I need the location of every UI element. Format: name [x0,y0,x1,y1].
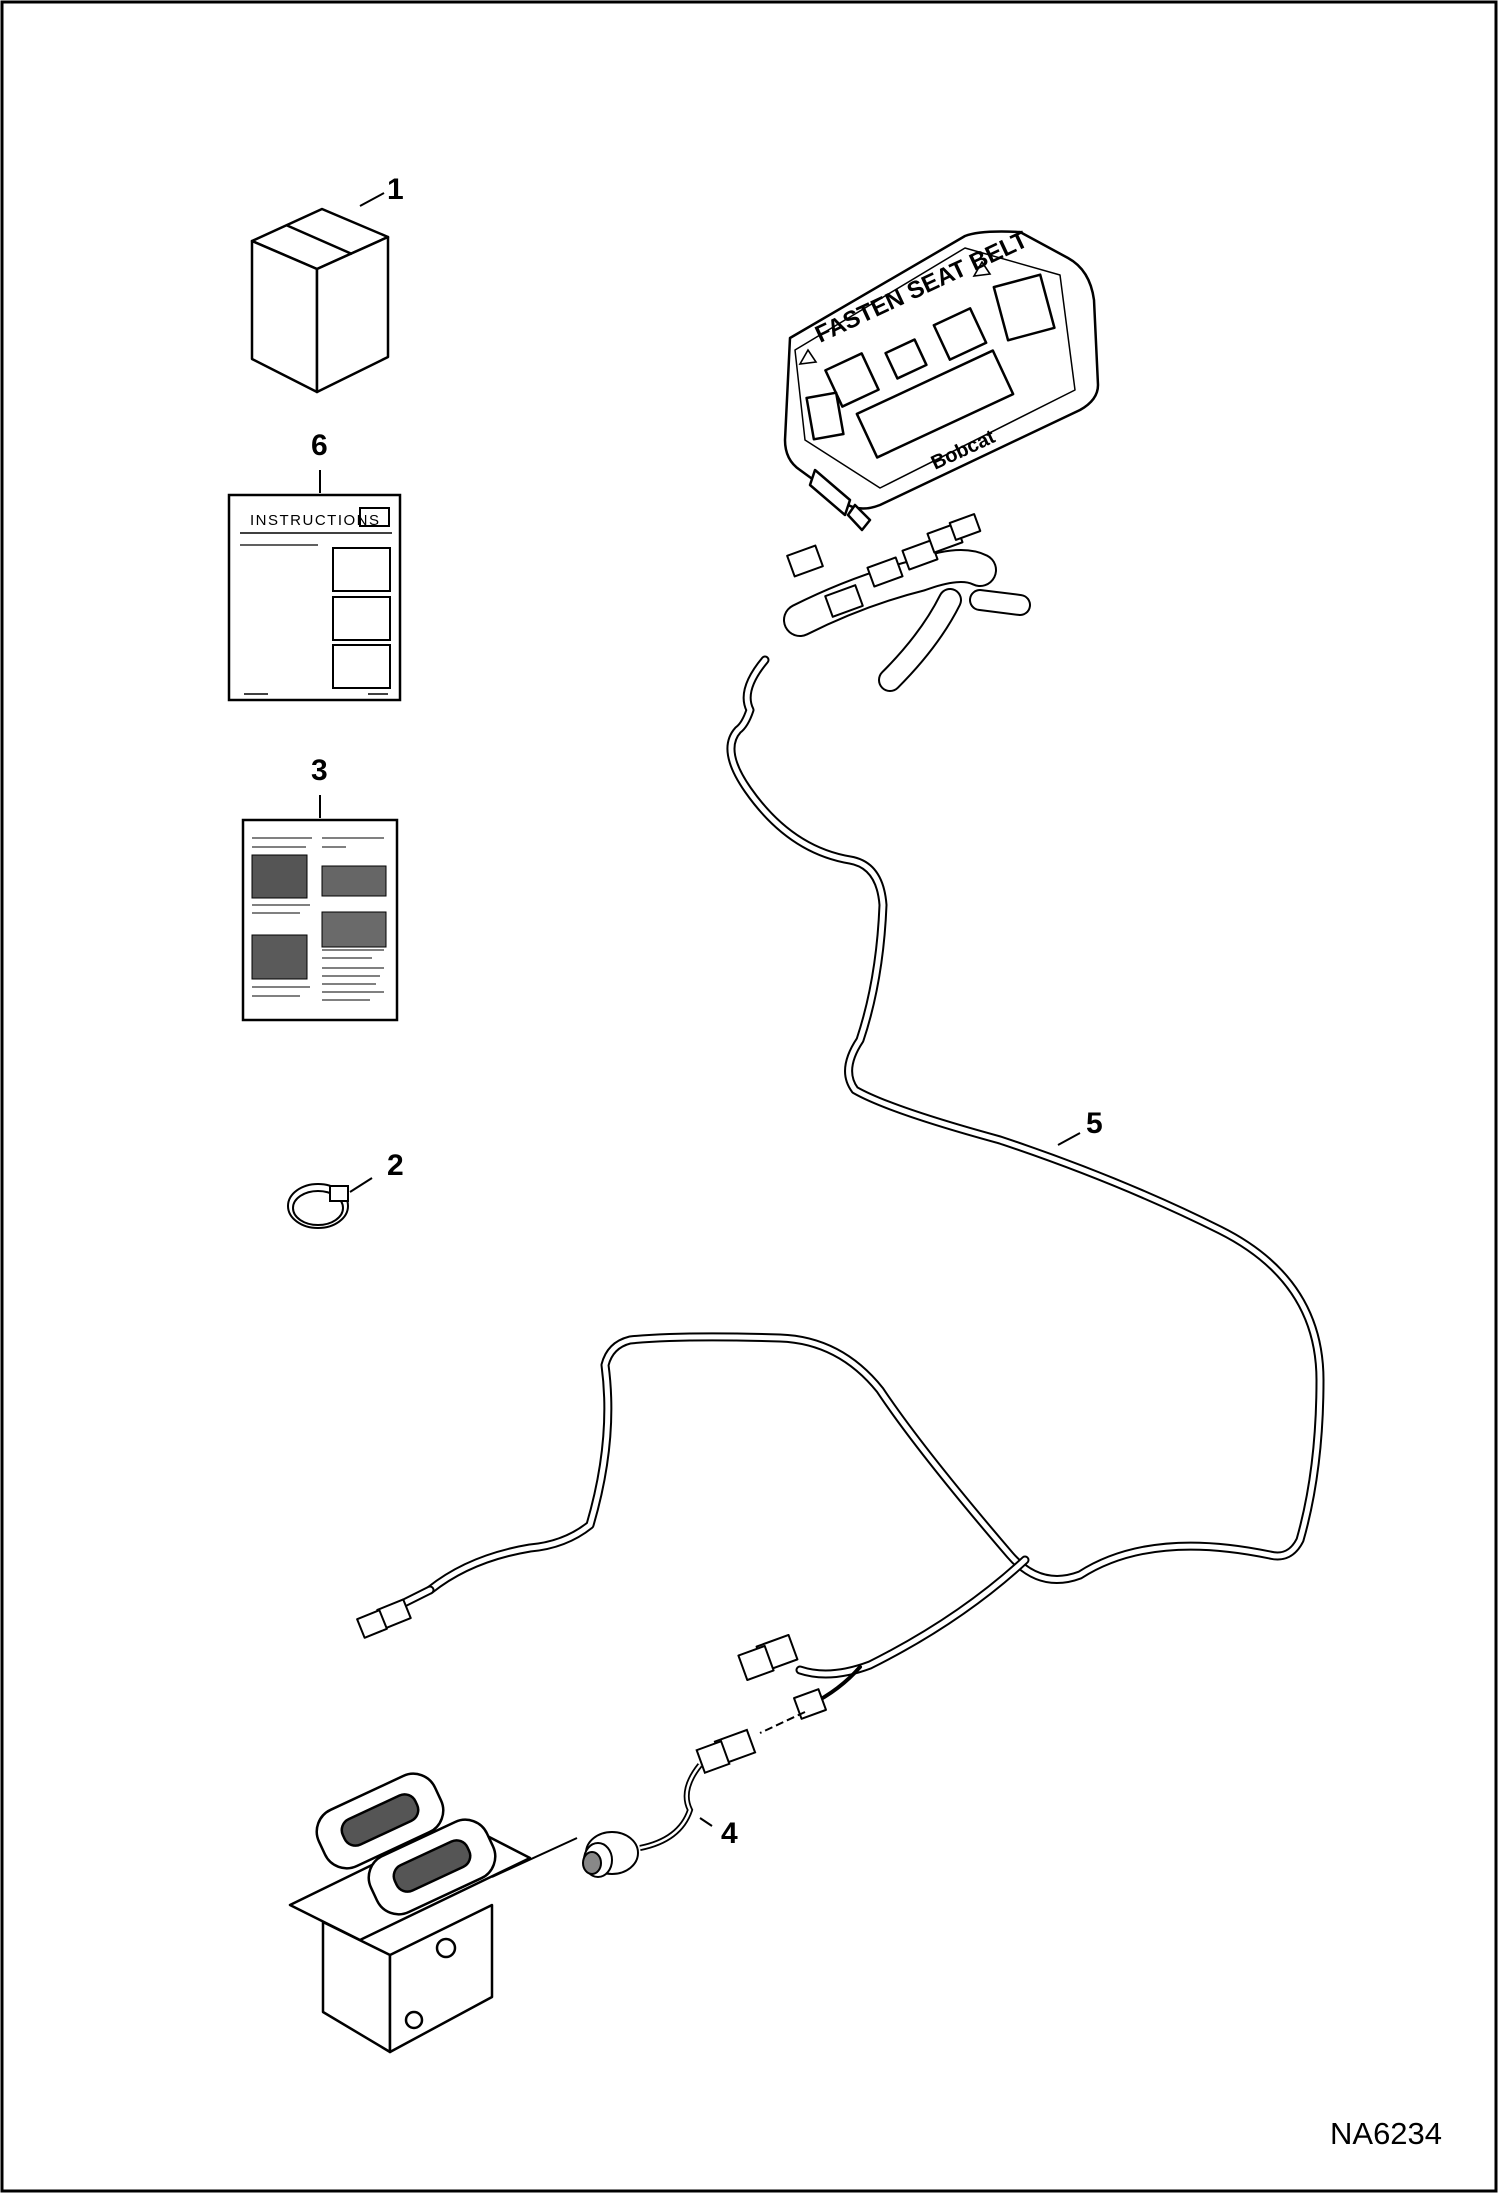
control-valve-icon [288,1772,578,2054]
callout-1: 1 [387,173,404,206]
callout-6: 6 [311,429,328,462]
manual-icon [241,818,399,1022]
leader-2 [349,1177,373,1193]
box-icon [250,207,390,394]
callout-3: 3 [311,754,328,787]
callout-2: 2 [387,1149,404,1182]
cable-tie-icon [287,1183,349,1229]
instructions-label: INSTRUCTIONS [250,512,381,529]
instructions-sheet-icon [227,493,402,702]
callout-5: 5 [1086,1107,1103,1140]
leader-5 [1057,1132,1081,1146]
callout-4: 4 [721,1817,738,1850]
figure-id: NA6234 [1330,2116,1442,2151]
leader-1 [359,192,385,207]
wiring-harness-icon [356,513,1325,1720]
leader-4 [699,1817,713,1827]
pressure-switch-icon [582,1711,806,1878]
display-panel-icon [783,230,1100,532]
warning-triangle-icon [798,260,992,365]
